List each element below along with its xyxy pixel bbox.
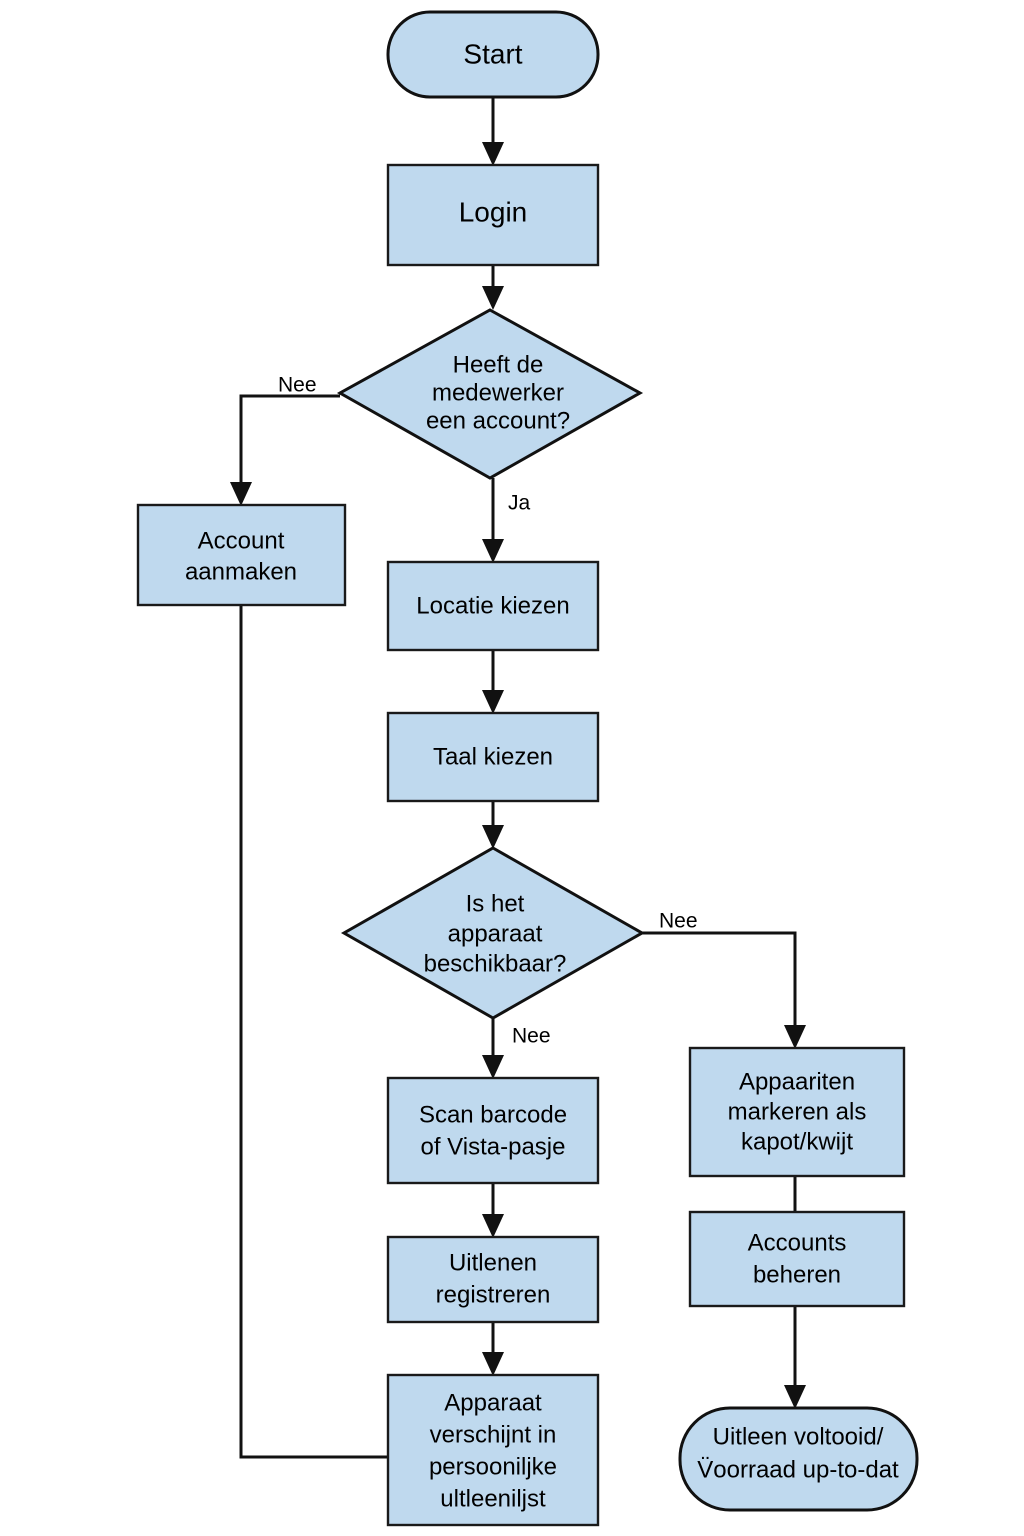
node-apparaat-verschijnt-label-2: persooniljke xyxy=(429,1453,557,1480)
edge-label-beschikbaar-nee-onder: Nee xyxy=(512,1025,551,1048)
node-taal-kiezen-shape[interactable] xyxy=(386,711,600,803)
node-taal-kiezen[interactable]: Taal kiezen xyxy=(386,711,600,803)
node-apparaten-markeren-label-0: Appaariten xyxy=(739,1068,855,1095)
node-start[interactable]: Start xyxy=(386,10,600,99)
node-apparaten-markeren[interactable]: Appaariten markeren als kapot/kwijt xyxy=(688,1046,906,1178)
node-start-shape[interactable] xyxy=(386,10,600,99)
node-account-aanmaken[interactable]: Account aanmaken xyxy=(136,503,347,607)
edge-heeft-account-ja xyxy=(482,478,504,563)
node-apparaat-verschijnt-shape[interactable] xyxy=(386,1373,600,1527)
node-scan-barcode-label-0: Scan barcode xyxy=(419,1101,567,1128)
edge-aanmaken-verschijnt xyxy=(239,605,388,1459)
edge-beschikbaar-nee-rechts xyxy=(642,931,806,1049)
node-account-aanmaken-label-1: aanmaken xyxy=(185,558,297,585)
edge-label-heeft-account-ja: Ja xyxy=(508,492,531,515)
node-login[interactable]: Login xyxy=(386,163,600,267)
node-accounts-beheren-label-0: Accounts xyxy=(748,1229,847,1256)
edge-scan-uitlenen xyxy=(482,1183,504,1238)
node-accounts-beheren-shape[interactable] xyxy=(688,1210,906,1308)
edge-label-beschikbaar-nee-rechts: Nee xyxy=(659,910,698,933)
node-apparaten-markeren-shape[interactable] xyxy=(688,1046,906,1178)
node-apparaat-beschikbaar[interactable]: Is het apparaat beschikbaar? xyxy=(340,846,646,1020)
node-login-shape[interactable] xyxy=(386,163,600,267)
node-apparaat-verschijnt-label-1: verschijnt in xyxy=(430,1421,557,1448)
node-scan-barcode[interactable]: Scan barcode of Vista-pasje xyxy=(386,1076,600,1185)
node-apparaat-beschikbaar-label-1: apparaat xyxy=(448,920,543,947)
node-uitlenen-registreren-shape[interactable] xyxy=(386,1235,600,1324)
node-heeft-account-label-1: medewerker xyxy=(432,379,564,406)
edge-beschikbaar-nee-onder xyxy=(482,1019,504,1079)
node-heeft-account-label-2: een account? xyxy=(426,407,570,434)
node-account-aanmaken-shape[interactable] xyxy=(136,503,347,607)
node-heeft-account-shape[interactable] xyxy=(336,308,644,480)
nodes-layer: Start Login Heeft de medewerker een acco… xyxy=(136,10,919,1527)
node-apparaat-verschijnt-label-3: ultleeniljst xyxy=(440,1485,546,1512)
node-uitlenen-registreren[interactable]: Uitlenen registreren xyxy=(386,1235,600,1324)
node-heeft-account[interactable]: Heeft de medewerker een account? xyxy=(336,308,644,480)
node-uitlenen-registreren-label-0: Uitlenen xyxy=(449,1249,537,1276)
node-einde-label-0: Uitleen voltooid/ xyxy=(713,1423,884,1450)
node-apparaat-beschikbaar-shape[interactable] xyxy=(340,846,646,1020)
edge-taal-beschikbaar xyxy=(482,801,504,849)
edge-uitlenen-verschijnt xyxy=(482,1322,504,1376)
node-einde-label-1: V̈oorraad up-to-dat xyxy=(697,1456,899,1483)
node-apparaten-markeren-label-2: kapot/kwijt xyxy=(741,1128,853,1155)
edge-heeft-account-nee xyxy=(230,394,340,506)
node-apparaat-beschikbaar-label-0: Is het xyxy=(466,890,525,917)
node-scan-barcode-shape[interactable] xyxy=(386,1076,600,1185)
node-accounts-beheren-label-1: beheren xyxy=(753,1261,841,1288)
node-start-label-0: Start xyxy=(463,38,522,69)
node-taal-kiezen-label-0: Taal kiezen xyxy=(433,743,553,770)
node-einde[interactable]: Uitleen voltooid/ V̈oorraad up-to-dat xyxy=(678,1406,919,1512)
edge-start-login xyxy=(482,97,504,166)
node-scan-barcode-label-1: of Vista-pasje xyxy=(421,1133,566,1160)
node-einde-shape[interactable] xyxy=(678,1406,919,1512)
node-account-aanmaken-label-0: Account xyxy=(198,527,285,554)
node-login-label-0: Login xyxy=(459,196,528,227)
node-accounts-beheren[interactable]: Accounts beheren xyxy=(688,1210,906,1308)
node-apparaat-verschijnt-label-0: Apparaat xyxy=(444,1389,542,1416)
node-locatie-kiezen-shape[interactable] xyxy=(386,560,600,652)
edge-locatie-taal xyxy=(482,650,504,714)
edge-accounts-einde xyxy=(784,1306,806,1409)
node-locatie-kiezen-label-0: Locatie kiezen xyxy=(416,592,569,619)
edge-label-heeft-account-nee: Nee xyxy=(278,374,317,397)
node-apparaat-verschijnt[interactable]: Apparaat verschijnt in persooniljke ultl… xyxy=(386,1373,600,1527)
node-locatie-kiezen[interactable]: Locatie kiezen xyxy=(386,560,600,652)
node-uitlenen-registreren-label-1: registreren xyxy=(436,1281,551,1308)
node-apparaten-markeren-label-1: markeren als xyxy=(728,1098,867,1125)
node-apparaat-beschikbaar-label-2: beschikbaar? xyxy=(424,950,567,977)
node-heeft-account-label-0: Heeft de xyxy=(453,351,544,378)
connectors-layer xyxy=(230,97,806,1459)
edge-labels-layer: Nee Ja Nee Nee xyxy=(278,374,698,1048)
edge-login-heeft-account xyxy=(482,265,504,310)
